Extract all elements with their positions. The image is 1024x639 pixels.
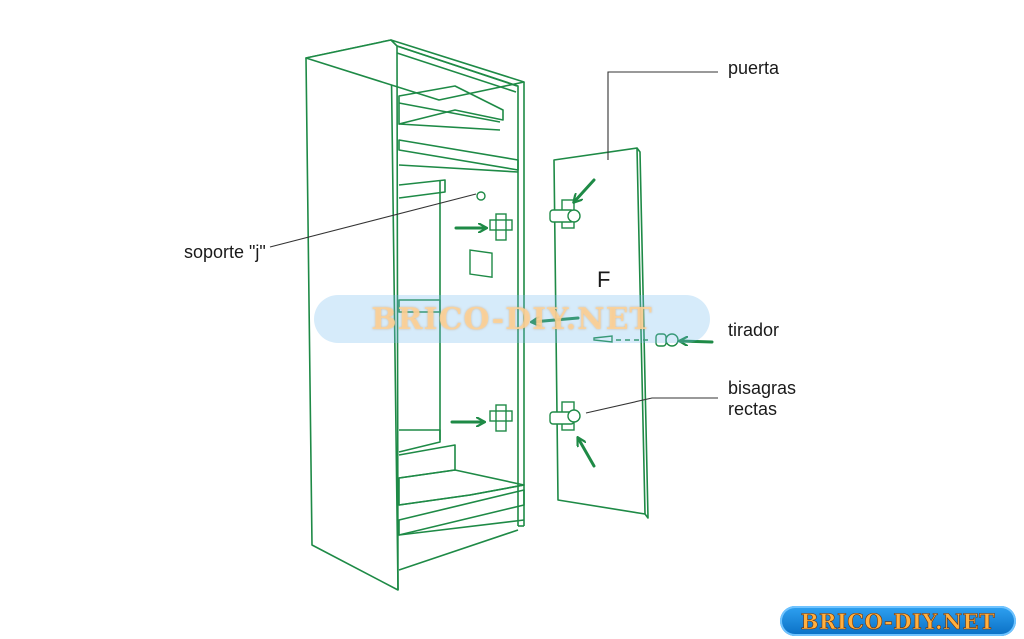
- arrow-door-to-cabinet: [532, 318, 580, 322]
- cabinet-plinth: [398, 489, 525, 536]
- hinge-plate-lower: [489, 404, 513, 432]
- label-rectas: rectas: [728, 399, 778, 419]
- j-support: [469, 191, 493, 278]
- upper-rail: [398, 139, 519, 171]
- hinge-plate-upper: [489, 213, 513, 241]
- watermark-text: BRICO-DIY.NET: [371, 301, 653, 337]
- middle-shelf: [398, 299, 441, 313]
- label-f-marker: F: [597, 267, 611, 292]
- label-bisagras: bisagras: [728, 378, 797, 398]
- site-logo-text: BRICO-DIY.NET: [800, 608, 996, 634]
- cabinet-body: [305, 39, 525, 591]
- bottom-shelf: [398, 469, 525, 506]
- leader-puerta: [607, 71, 718, 160]
- arrow-to-handle: [680, 341, 714, 342]
- door-panel: [553, 147, 649, 519]
- leader-bisagras: [585, 397, 718, 414]
- label-soporte-j: soporte "j": [184, 242, 266, 262]
- door-hinge-upper: [549, 199, 581, 229]
- arrow-to-door-upper: [574, 178, 596, 202]
- leader-soporte: [269, 193, 477, 248]
- label-puerta: puerta: [728, 58, 780, 78]
- assembly-arrows: [450, 178, 714, 468]
- door-hinge-lower: [549, 401, 581, 431]
- leader-lines: [269, 71, 718, 414]
- handle-parts: [593, 333, 679, 347]
- arrow-to-door-lower: [578, 438, 596, 468]
- site-logo[interactable]: BRICO-DIY.NET: [780, 606, 1016, 636]
- watermark: BRICO-DIY.NET: [314, 295, 710, 343]
- label-tirador: tirador: [728, 320, 780, 340]
